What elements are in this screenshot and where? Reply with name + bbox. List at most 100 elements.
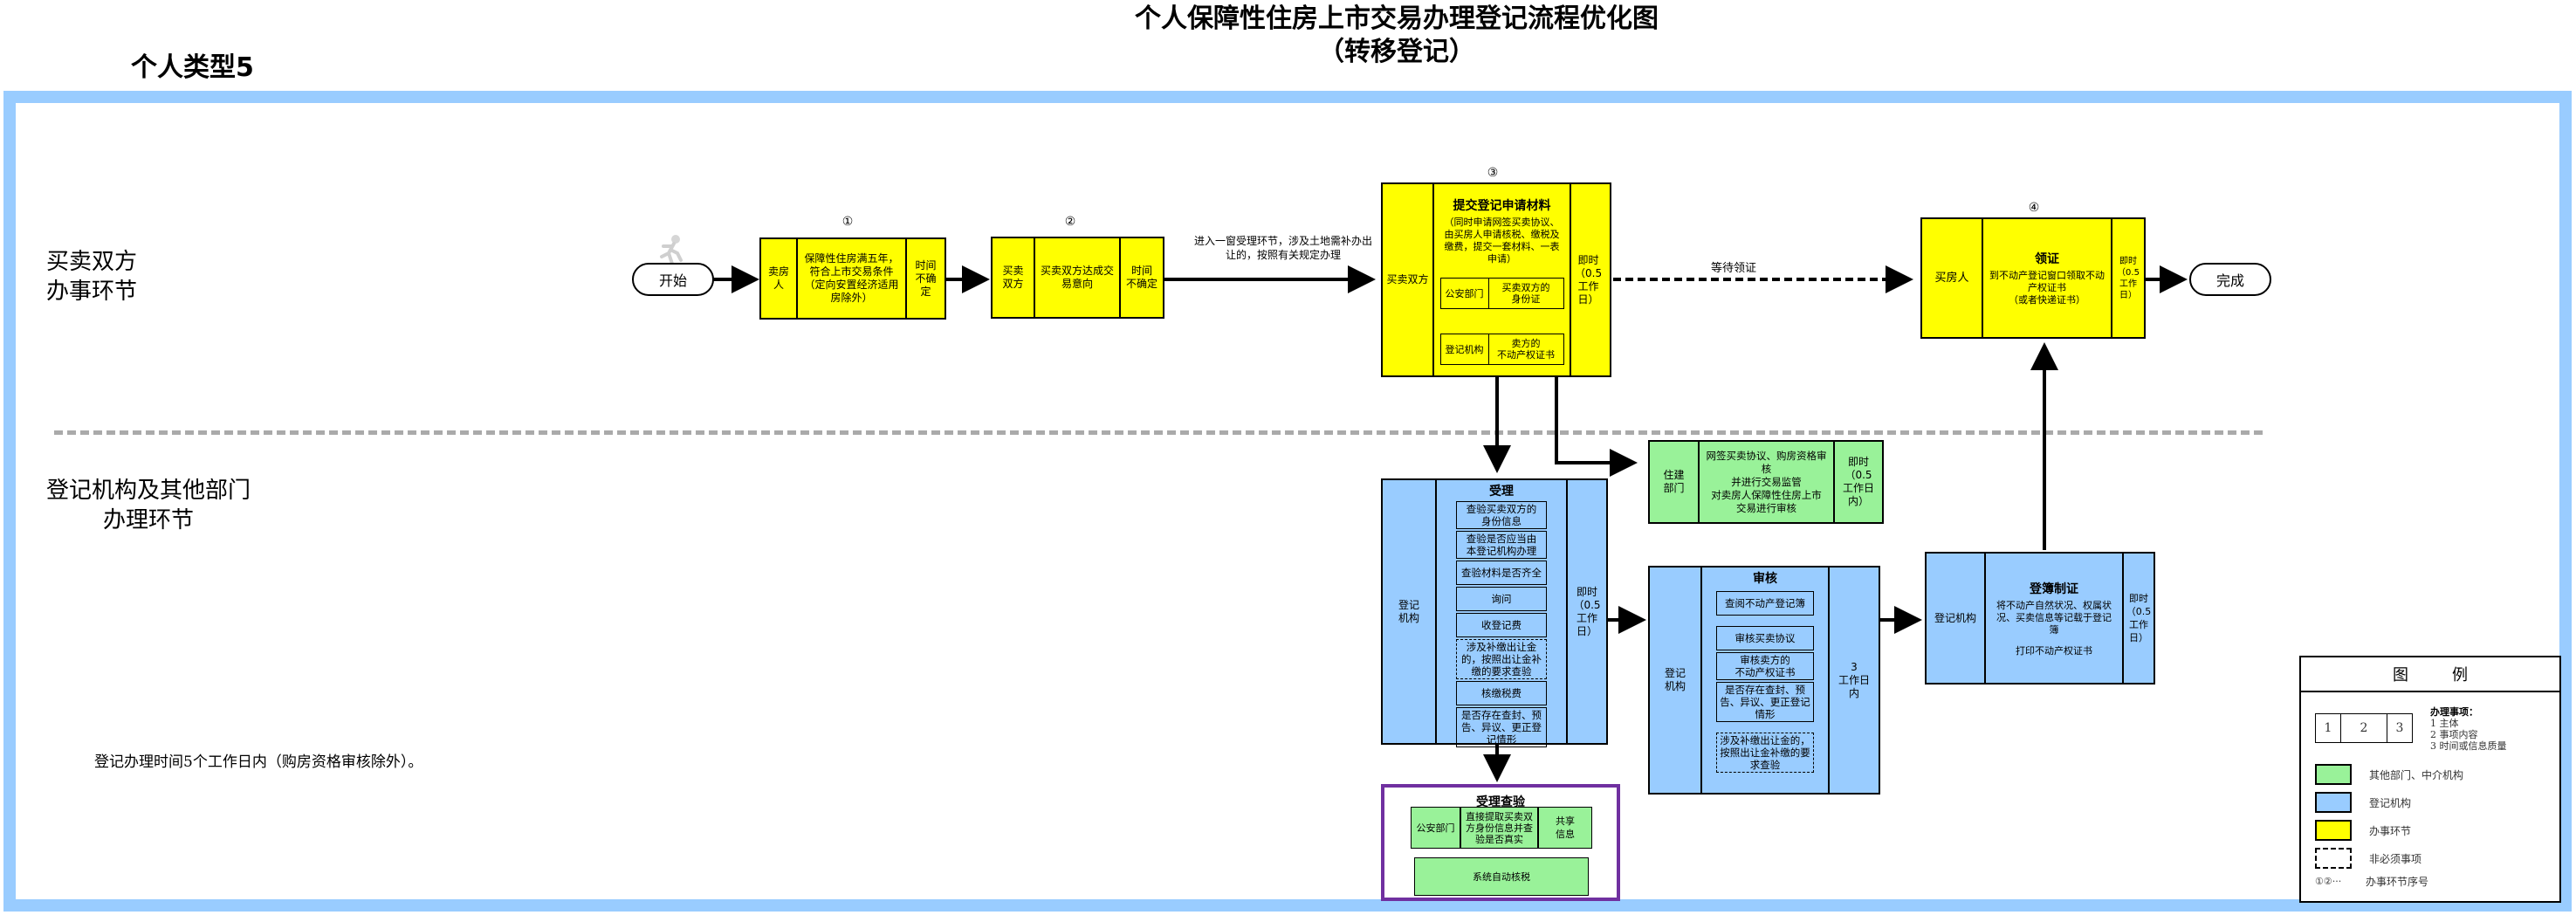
- registration-desc: 将不动产自然状况、权属状况、买卖信息等记载于登记簿: [1996, 599, 2112, 636]
- legend-seq-row: ①②··· 办事环节序号: [2315, 874, 2428, 889]
- legend-header: 图 例: [2301, 657, 2559, 692]
- registration-title: 登簿制证: [2030, 581, 2078, 596]
- lane-bottom-line1: 登记机构及其他部门: [45, 478, 251, 504]
- check-item: 查阅不动产登记簿: [1716, 591, 1814, 616]
- legend-item-1: 1 主体: [2430, 718, 2459, 729]
- check-item: 审核卖方的 不动产权证书: [1716, 652, 1814, 680]
- legend-cells: 1 2 3: [2315, 713, 2413, 743]
- lane-label-bottom: 登记机构及其他部门 办理环节: [44, 476, 253, 535]
- verification-frame: 受理查验 公安部门 直接提取买卖双方身份信息并查验是否真实 共享 信息 系统自动…: [1381, 784, 1620, 901]
- processing-time-note: 登记办理时间5个工作日内（购房资格审核除外）。: [94, 753, 423, 771]
- legend-dashed-swatch: [2315, 848, 2352, 869]
- step3-row-cert-org: 登记机构: [1441, 334, 1489, 364]
- registration-subject: 登记机构: [1934, 611, 1976, 624]
- review-content: 审核 查阅不动产登记簿审核买卖协议审核卖方的 不动产权证书是否存在查封、预告、异…: [1700, 568, 1828, 793]
- verification-title: 受理查验: [1476, 795, 1525, 809]
- check-item: 查验是否应当由 本登记机构办理: [1456, 531, 1547, 559]
- review-items: 查阅不动产登记簿审核买卖协议审核卖方的 不动产权证书是否存在查封、预告、异议、更…: [1716, 589, 1814, 774]
- end-terminal[interactable]: 完成: [2189, 263, 2271, 296]
- step2-box[interactable]: 买卖 双方 买卖双方达成交易意向 时间 不确定: [991, 237, 1164, 319]
- step2-subject: 买卖 双方: [1002, 265, 1024, 290]
- step2-time: 时间 不确定: [1119, 238, 1163, 317]
- step4-title: 领证: [2035, 252, 2059, 266]
- acceptance-title: 受理: [1489, 485, 1514, 499]
- step3-row-id-org: 公安部门: [1441, 279, 1489, 308]
- wait-label: 等待领证: [1711, 262, 1757, 275]
- step1-box[interactable]: 卖房 人 保障性住房满五年，符合上市交易条件（定向安置经济适用房除外） 时间 不…: [759, 237, 946, 320]
- lane-top-line1: 买卖双方: [45, 249, 137, 275]
- verification-content: 直接提取买卖双方身份信息并查验是否真实: [1460, 808, 1537, 848]
- check-item: 查验材料是否齐全: [1456, 561, 1547, 585]
- legend-blue-label: 登记机构: [2369, 796, 2412, 809]
- lane-label-top: 买卖双方 办事环节: [44, 247, 140, 306]
- check-item: 是否存在查封、预告、异议、更正登记情形: [1456, 707, 1547, 747]
- optional-check-item: 涉及补缴出让金的，按照出让金补缴的要求查验: [1716, 733, 1814, 773]
- step3-row-id: 公安部门 买卖双方的 身份证: [1439, 278, 1564, 309]
- housing-dept-subject: 住建 部门: [1663, 469, 1685, 494]
- legend-head-right: 例: [2452, 666, 2468, 685]
- legend-item-2: 2 事项内容: [2430, 729, 2478, 740]
- verification-note: 共享 信息: [1537, 808, 1591, 848]
- review-title: 审核: [1753, 572, 1777, 586]
- registration-content: 登簿制证 将不动产自然状况、权属状况、买卖信息等记载于登记簿 打印不动产权证书: [1984, 554, 2122, 683]
- acceptance-box[interactable]: 登记 机构 受理 查验买卖双方的 身份信息查验是否应当由 本登记机构办理查验材料…: [1381, 478, 1608, 747]
- step1-content: 保障性住房满五年，符合上市交易条件（定向安置经济适用房除外）: [796, 239, 905, 318]
- check-item: 审核买卖协议: [1716, 626, 1814, 650]
- step3-row-cert: 登记机构 卖方的 不动产权证书: [1439, 334, 1564, 365]
- step4-content: 领证 到不动产登记窗口领取不动产权证书 （或者快递证书）: [1982, 219, 2111, 337]
- legend-green-swatch: [2315, 764, 2352, 785]
- registration-time: 即时 （0.5 工作 日）: [2122, 554, 2154, 683]
- lane-divider: [54, 430, 2263, 435]
- step3-row-id-item: 买卖双方的 身份证: [1501, 282, 1550, 305]
- step1-subject: 卖房 人: [767, 265, 789, 291]
- step4-subject: 买房人: [1934, 272, 1969, 285]
- verification-row1[interactable]: 公安部门 直接提取买卖双方身份信息并查验是否真实 共享 信息: [1411, 807, 1592, 849]
- housing-dept-time: 即时 （0.5 工作日 内）: [1833, 442, 1882, 522]
- step-number-3: ③: [1487, 166, 1499, 180]
- legend-cell-3: 3: [2395, 721, 2404, 735]
- step2-arrow-label: 进入一窗受理环节，涉及土地需补办出让的，按照有关规定办理: [1193, 235, 1372, 261]
- legend-green-row: 其他部门、中介机构: [2315, 764, 2463, 785]
- auto-tax-check[interactable]: 系统自动核税: [1414, 857, 1589, 896]
- step3-box[interactable]: 买卖双方 提交登记申请材料 （同时申请网签买卖协议、由买房人申请核税、缴税及缴费…: [1381, 182, 1611, 377]
- check-item: 询问: [1456, 587, 1547, 611]
- step-number-4: ④: [2028, 201, 2040, 215]
- step4-box[interactable]: 买房人 领证 到不动产登记窗口领取不动产权证书 （或者快递证书） 即时 （0.5…: [1920, 217, 2146, 339]
- step3-title: 提交登记申请材料: [1453, 199, 1551, 213]
- legend-blue-row: 登记机构: [2315, 792, 2411, 813]
- review-box[interactable]: 登记 机构 审核 查阅不动产登记簿审核买卖协议审核卖方的 不动产权证书是否存在查…: [1648, 566, 1880, 795]
- legend-dashed-label: 非必须事项: [2369, 852, 2422, 865]
- step4-time: 即时 （0.5 工作 日）: [2111, 219, 2144, 337]
- step4-desc: 到不动产登记窗口领取不动产权证书 （或者快递证书）: [1989, 270, 2105, 306]
- legend-dashed-row: 非必须事项: [2315, 848, 2421, 869]
- running-person-icon: [655, 234, 686, 265]
- review-subject: 登记 机构: [1664, 667, 1686, 692]
- check-item: 收登记费: [1456, 613, 1547, 637]
- registration-desc2: 打印不动产权证书: [2016, 644, 2092, 657]
- legend-yellow-row: 办事环节: [2315, 820, 2411, 841]
- legend-cell-2: 2: [2340, 714, 2387, 742]
- step3-subject: 买卖双方: [1386, 273, 1429, 286]
- diagram-frame: [3, 91, 2572, 912]
- legend-seq-label: 办事环节序号: [2366, 876, 2429, 888]
- legend: 图 例 1 2 3 办理事项： 1 主体 2 事项内容 3 时间或信息质量 其他…: [2299, 656, 2561, 903]
- acceptance-content: 受理 查验买卖双方的 身份信息查验是否应当由 本登记机构办理查验材料是否齐全询问…: [1435, 480, 1566, 747]
- legend-items-block: 办理事项： 1 主体 2 事项内容 3 时间或信息质量: [2430, 706, 2507, 752]
- optional-check-item: 涉及补缴出让金的，按照出让金补缴的要求查验: [1456, 639, 1547, 679]
- acceptance-time: 即时 （0.5 工作 日）: [1566, 480, 1606, 743]
- legend-seq-symbol: ①②···: [2315, 876, 2342, 887]
- legend-yellow-label: 办事环节: [2369, 824, 2412, 837]
- legend-item-3: 3 时间或信息质量: [2430, 740, 2507, 752]
- lane-bottom-line2: 办理环节: [102, 507, 194, 533]
- step2-content: 买卖双方达成交易意向: [1034, 238, 1119, 317]
- start-terminal[interactable]: 开始: [632, 263, 714, 296]
- step3-desc: （同时申请网签买卖协议、由买房人申请核税、缴税及缴费，提交一套材料、一表申请）: [1444, 217, 1560, 265]
- type-label: 个人类型5: [131, 52, 254, 83]
- housing-dept-content: 网签买卖协议、购房资格审核 并进行交易监管 对卖房人保障性住房上市 交易进行审核: [1698, 442, 1833, 522]
- legend-head-left: 图: [2393, 666, 2408, 685]
- registration-box[interactable]: 登记机构 登簿制证 将不动产自然状况、权属状况、买卖信息等记载于登记簿 打印不动…: [1925, 552, 2155, 685]
- legend-cell-1: 1: [2324, 721, 2332, 735]
- housing-dept-box[interactable]: 住建 部门 网签买卖协议、购房资格审核 并进行交易监管 对卖房人保障性住房上市 …: [1648, 440, 1884, 524]
- legend-green-label: 其他部门、中介机构: [2369, 768, 2464, 781]
- check-item: 是否存在查封、预告、异议、更正登记情形: [1716, 682, 1814, 722]
